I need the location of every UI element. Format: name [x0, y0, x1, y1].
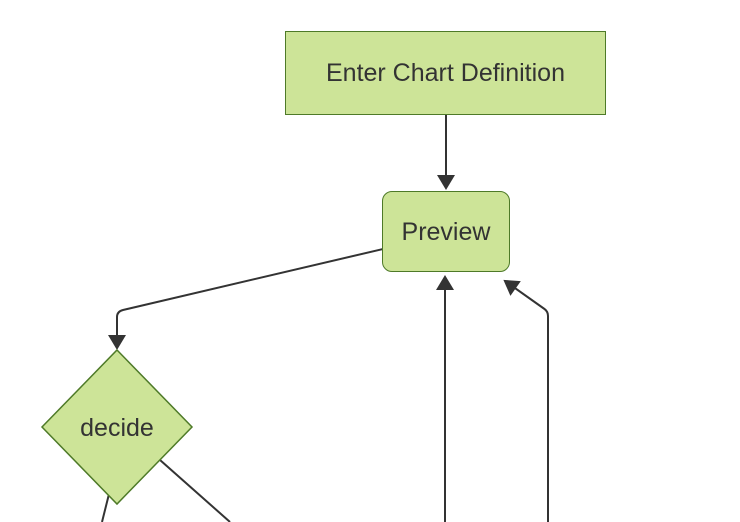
edge-preview-to-decide	[108, 248, 384, 350]
node-enter-chart-definition-label: Enter Chart Definition	[325, 59, 565, 87]
edge-decide-to-offscreen-right	[159, 459, 231, 522]
edge-decide-to-offscreen-left	[101, 493, 110, 522]
node-decide-label: decide	[80, 414, 154, 442]
edge-save-to-preview	[503, 279, 549, 522]
node-enter-chart-definition: Enter Chart Definition	[285, 31, 606, 115]
decide-node-shape	[40, 348, 194, 506]
node-preview: Preview	[382, 191, 510, 272]
node-preview-label: Preview	[401, 217, 491, 246]
